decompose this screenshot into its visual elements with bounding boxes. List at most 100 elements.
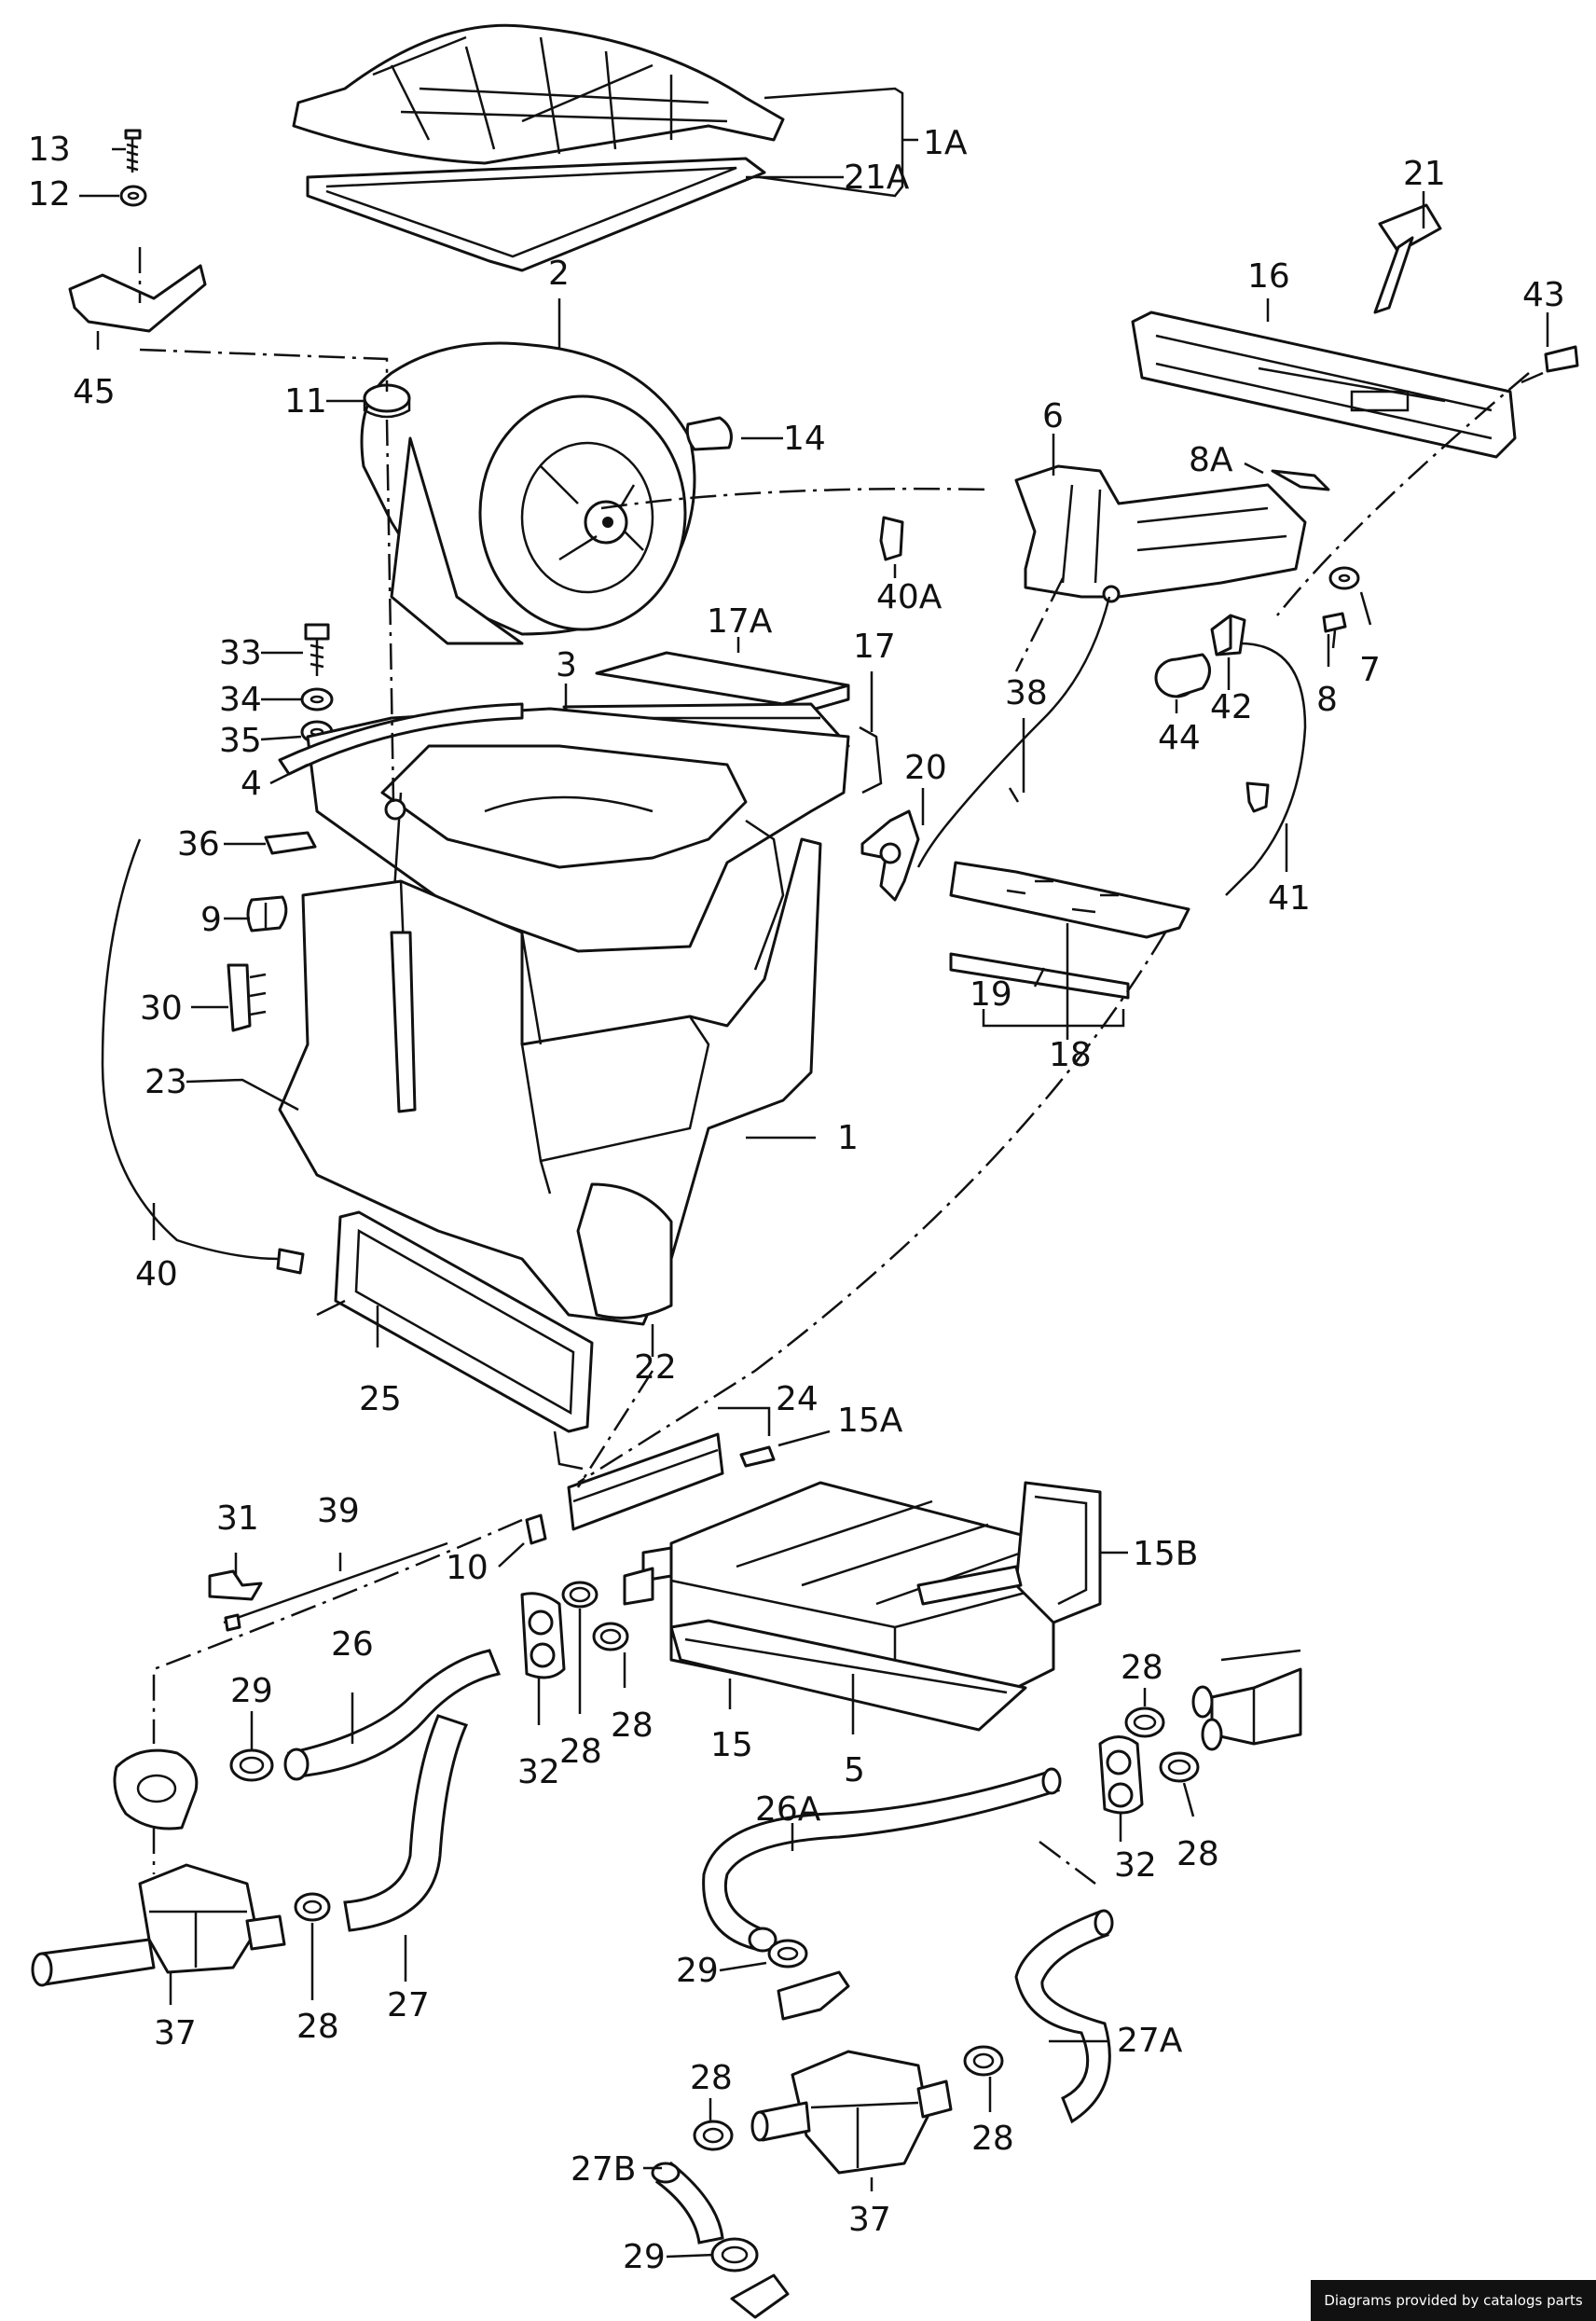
label-42: 42	[1210, 688, 1253, 726]
label-28-d: 28	[1176, 1835, 1219, 1873]
control-unit-6	[1014, 464, 1307, 603]
label-27B: 27B	[571, 2150, 637, 2189]
label-30: 30	[140, 989, 183, 1028]
resistor-clip-14	[685, 416, 733, 451]
heater-valve-37-left	[31, 1863, 286, 1987]
label-28-b: 28	[611, 1706, 654, 1745]
label-17: 17	[853, 628, 896, 666]
label-31: 31	[216, 1499, 259, 1538]
label-32-right: 32	[1114, 1846, 1157, 1885]
bowden-cable-41	[1225, 642, 1307, 896]
label-32-left: 32	[517, 1753, 560, 1791]
holder-30	[227, 963, 267, 1032]
heater-box-1	[278, 819, 822, 1326]
lever-20	[860, 809, 920, 902]
knob-44	[1154, 653, 1211, 698]
label-25: 25	[359, 1380, 402, 1418]
flap-plate-18	[949, 861, 1190, 939]
hose-clamp-28-g	[693, 2120, 734, 2151]
hose-27B	[651, 2161, 724, 2245]
hose-clamp-28-e	[294, 1892, 331, 1922]
label-26A: 26A	[755, 1790, 821, 1829]
label-8A: 8A	[1189, 441, 1233, 479]
label-21: 21	[1403, 155, 1446, 193]
leader-lines	[79, 87, 1549, 2259]
grommet-11	[363, 383, 411, 419]
label-29-mid: 29	[676, 1952, 719, 1990]
label-1: 1	[837, 1119, 859, 1157]
clip-bracket-mid	[777, 1970, 850, 2021]
label-10: 10	[446, 1549, 488, 1587]
seal-strip-17	[859, 725, 883, 794]
filter-25	[316, 1210, 594, 1471]
label-6: 6	[1042, 397, 1064, 435]
label-37-left: 37	[154, 2014, 197, 2052]
cover-seal	[306, 157, 766, 272]
hose-clamp-28-f	[963, 2045, 1004, 2077]
air-intake-cover	[292, 23, 785, 165]
assembly-lines	[139, 348, 1530, 1885]
hose-26	[283, 1649, 502, 1781]
footer-credit: Diagrams provided by catalogs parts	[1311, 2280, 1596, 2321]
seal-15A	[739, 1445, 776, 1468]
hose-26A	[702, 1767, 1062, 1953]
hose-clamp-28-b	[592, 1622, 629, 1651]
hose-clamp-28-c	[1124, 1706, 1165, 1738]
control-lever-21	[1373, 203, 1442, 314]
bowden-cable-40	[101, 838, 305, 1275]
screw-8	[1322, 612, 1347, 649]
hose-27	[343, 1714, 469, 1932]
screw-33	[304, 623, 330, 676]
label-41: 41	[1268, 879, 1311, 918]
label-3: 3	[556, 646, 577, 684]
label-38: 38	[1005, 674, 1048, 712]
washer-12	[119, 185, 147, 207]
washer-7	[1328, 566, 1360, 590]
bowden-cable-38	[916, 596, 1111, 868]
grommet-plate-32-right	[1098, 1735, 1144, 1815]
label-26: 26	[331, 1625, 374, 1664]
label-13: 13	[28, 131, 71, 169]
label-44: 44	[1158, 719, 1201, 757]
label-28-g: 28	[690, 2059, 733, 2097]
label-29-left: 29	[230, 1672, 273, 1710]
hose-clamp-29-low	[710, 2237, 759, 2273]
seal-15B	[916, 1481, 1102, 1624]
label-35: 35	[219, 722, 262, 760]
grommet-plate-32-left	[520, 1592, 566, 1679]
clip-36	[264, 831, 317, 855]
label-15B: 15B	[1133, 1535, 1199, 1573]
label-21A: 21A	[844, 159, 910, 197]
clip-31	[208, 1569, 263, 1601]
label-27: 27	[387, 1986, 430, 2024]
label-28-c: 28	[1121, 1649, 1163, 1687]
bracket-24	[567, 1432, 724, 1531]
label-40A: 40A	[876, 578, 942, 616]
hose-clamp-28-d	[1159, 1751, 1200, 1783]
seal-15	[669, 1619, 1027, 1732]
clip-9	[246, 895, 288, 933]
cable-clip-40A	[879, 516, 904, 561]
label-24: 24	[776, 1380, 819, 1418]
flange-left	[113, 1748, 199, 1831]
label-39: 39	[317, 1492, 360, 1530]
blower-motor-housing	[360, 341, 696, 645]
label-15A: 15A	[837, 1402, 903, 1440]
callout-labels: 1A 21A 13 12 2 21 16 43 45 11 14 6 8A 40…	[28, 124, 1565, 2276]
washer-34	[300, 687, 334, 711]
label-28-a: 28	[559, 1733, 602, 1771]
label-36: 36	[177, 825, 220, 863]
label-27A: 27A	[1117, 2022, 1183, 2060]
label-9: 9	[200, 901, 222, 939]
switch-42	[1210, 614, 1246, 656]
screw-13	[124, 129, 142, 173]
label-45: 45	[73, 373, 116, 411]
label-33: 33	[219, 634, 262, 672]
label-22: 22	[634, 1348, 677, 1387]
label-19: 19	[970, 975, 1012, 1014]
label-5: 5	[844, 1751, 865, 1789]
hose-clamp-28-a	[561, 1581, 598, 1609]
label-40: 40	[135, 1255, 178, 1293]
cable-39	[223, 1541, 448, 1632]
